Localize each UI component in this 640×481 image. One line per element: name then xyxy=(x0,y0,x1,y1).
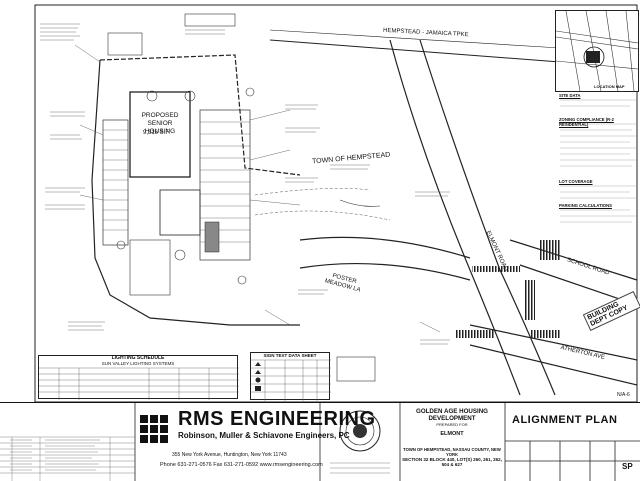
location-map xyxy=(555,10,639,92)
lighting-subtitle: SUN VALLEY LIGHTING SYSTEMS xyxy=(101,361,175,366)
rms-logo-icon xyxy=(140,415,168,443)
lighting-title: LIGHTING SCHEDULE xyxy=(111,355,165,361)
firm-phone: Phone 631-271-0576 Fax 631-271-0592 www.… xyxy=(160,462,323,468)
sign-table-title: SIGN TEXT DATA SHEET xyxy=(263,353,317,358)
sheet-number: SP xyxy=(622,462,633,471)
building-area-label: 9,316 S.F. xyxy=(143,130,171,136)
project-name: ELMONT xyxy=(440,431,464,437)
title-block xyxy=(0,402,640,481)
firm-address: 355 New York Avenue, Huntington, New Yor… xyxy=(172,452,287,458)
location-map-label: LOCATION MAP xyxy=(594,84,625,89)
proposed-building-label: PROPOSED SENIOR HOUSING xyxy=(141,112,179,135)
firm-full-name: Robinson, Muller & Schiavone Engineers, … xyxy=(178,431,350,440)
parking-heading: PARKING CALCULATIONS xyxy=(559,203,612,208)
sheet-title: ALIGNMENT PLAN xyxy=(512,414,618,426)
site-plan-drawing xyxy=(34,4,638,402)
sign-text-table: SIGN TEXT DATA SHEET xyxy=(250,352,331,401)
lighting-schedule-table: LIGHTING SCHEDULE SUN VALLEY LIGHTING SY… xyxy=(38,355,239,400)
project-section: SECTION 32 BLOCK 440, LOT(S) 260, 261, 2… xyxy=(402,457,502,467)
firm-name: RMS ENGINEERING xyxy=(178,408,376,430)
lot-coverage-heading: LOT COVERAGE xyxy=(559,179,593,184)
project-title: GOLDEN AGE HOUSING DEVELOPMENT xyxy=(416,408,488,422)
site-data-heading: SITE DATA xyxy=(559,93,581,98)
project-town: TOWN OF HEMPSTEAD, NASSAU COUNTY, NEW YO… xyxy=(403,447,501,457)
project-prepared: PREPARED FOR xyxy=(436,422,468,427)
zoning-heading: ZONING COMPLIANCE (R-2 RESIDENTIAL) xyxy=(559,117,614,127)
page-mark: N/A-6 xyxy=(617,392,630,398)
